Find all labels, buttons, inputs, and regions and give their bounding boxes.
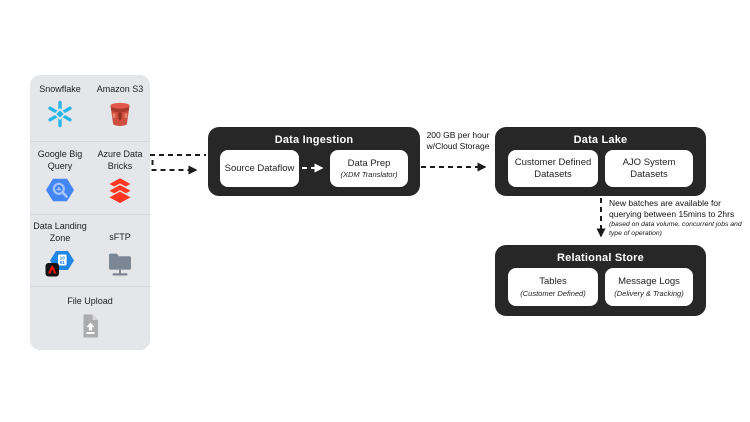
node-sublabel: (Customer Defined) <box>520 288 586 298</box>
sources-row-3: Data Landing Zone 10 01 sFTP <box>30 214 150 286</box>
amazon-s3-icon <box>110 102 130 126</box>
source-data-landing-zone: Data Landing Zone 10 01 <box>30 221 90 286</box>
sources-row-4: File Upload <box>30 286 150 348</box>
svg-text:10: 10 <box>60 256 66 261</box>
azure-databricks-icon <box>106 177 134 206</box>
data-ingestion-stage: Data Ingestion Source Dataflow Data Prep… <box>208 127 420 196</box>
source-amazon-s3: Amazon S3 <box>90 84 150 141</box>
node-label: Source Dataflow <box>224 162 295 174</box>
stage-title: Data Lake <box>573 134 628 146</box>
sources-panel: Snowflake Amazon S3 <box>30 75 150 350</box>
node-message-logs: Message Logs (Delivery & Tracking) <box>605 268 693 306</box>
sftp-icon <box>109 253 131 276</box>
node-sublabel: (XDM Translator) <box>340 170 398 180</box>
node-ajo-system-datasets: AJO System Datasets <box>605 150 693 187</box>
google-bigquery-icon <box>46 179 74 202</box>
sources-row-2: Google Big Query Azure Data Bricks <box>30 141 150 214</box>
source-label: Google Big Query <box>37 149 83 171</box>
batch-note-detail: (based on data volume, concurrent jobs a… <box>609 221 742 237</box>
batch-note-main: New batches are available for querying b… <box>609 198 735 220</box>
flow-arrow-sources-to-ingestion <box>151 160 198 175</box>
node-label: Message Logs <box>618 276 680 288</box>
data-lake-stage: Data Lake Customer Defined Datasets AJO … <box>495 127 706 196</box>
source-label: sFTP <box>109 232 131 243</box>
source-file-upload: File Upload <box>67 296 113 348</box>
node-label: AJO System Datasets <box>622 157 676 180</box>
source-label: Snowflake <box>39 84 81 94</box>
throughput-annotation: 200 GB per hour w/Cloud Storage <box>413 130 503 153</box>
snowflake-icon <box>48 100 72 127</box>
node-customer-defined-datasets: Customer Defined Datasets <box>508 150 598 187</box>
throughput-line1: 200 GB per hour <box>426 130 490 140</box>
source-label: File Upload <box>67 296 113 306</box>
svg-text:01: 01 <box>60 261 66 266</box>
relational-store-stage: Relational Store Tables (Customer Define… <box>495 245 706 316</box>
sources-row-1: Snowflake Amazon S3 <box>30 75 150 141</box>
source-google-bigquery: Google Big Query <box>30 149 90 214</box>
source-sftp: sFTP <box>90 221 150 286</box>
node-sublabel: (Delivery & Tracking) <box>614 288 684 298</box>
batch-availability-annotation: New batches are available for querying b… <box>609 198 749 238</box>
node-label: Tables <box>539 276 567 288</box>
source-label: Data Landing Zone <box>33 221 87 243</box>
node-label: Data Prep <box>347 157 391 169</box>
data-landing-zone-icon: 10 01 <box>45 251 74 277</box>
source-label: Amazon S3 <box>96 84 144 94</box>
file-upload-icon <box>83 314 98 338</box>
node-data-prep: Data Prep (XDM Translator) <box>330 150 408 187</box>
source-label: Azure Data Bricks <box>97 149 143 171</box>
source-snowflake: Snowflake <box>30 84 90 141</box>
node-label: Customer Defined Datasets <box>514 157 592 180</box>
source-azure-databricks: Azure Data Bricks <box>90 149 150 214</box>
stage-title: Data Ingestion <box>274 134 354 146</box>
throughput-line2: w/Cloud Storage <box>426 141 490 152</box>
node-source-dataflow: Source Dataflow <box>220 150 299 187</box>
stage-title: Relational Store <box>557 252 644 264</box>
node-tables: Tables (Customer Defined) <box>508 268 598 306</box>
